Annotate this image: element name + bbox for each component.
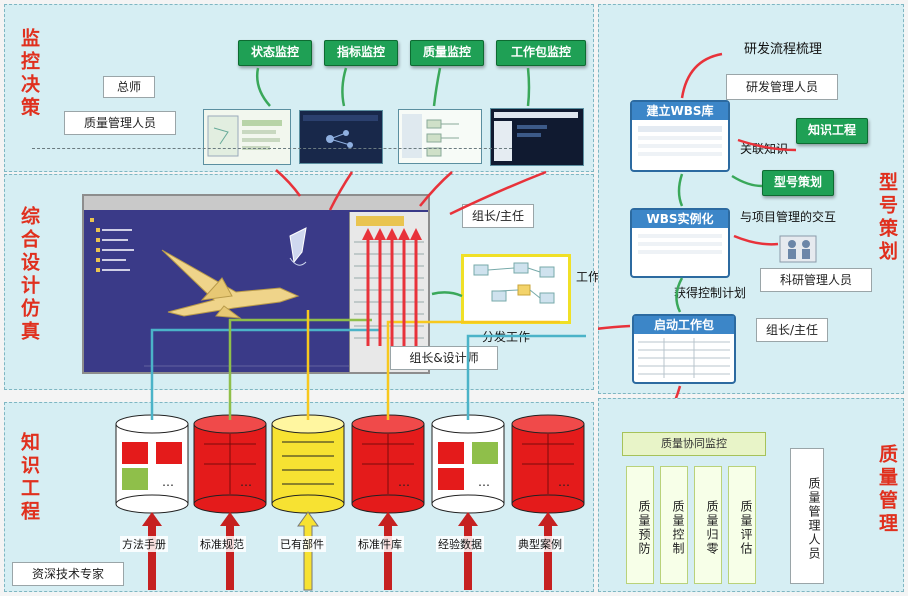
model-planning-button[interactable]: 型号策划 [762,170,834,196]
indicator-monitor-graphic [303,115,378,148]
wbs-instance-graphic [638,234,722,254]
workpackage-monitor-screenshot [490,108,584,166]
researcher-icon [779,235,817,263]
rd-staff-label: 研发管理人员 [726,74,838,100]
svg-text:…: … [162,475,174,489]
cad-tree [88,214,144,294]
workpackage-monitor-graphic [494,112,578,161]
panel-title-knowledge: 知识工程 [18,432,40,524]
monitor-divider [32,148,512,149]
quality-prevention-column: 质量预防 [626,466,654,584]
wbs-instantiation-title: WBS实例化 [632,210,728,228]
quality-monitor-screenshot [398,109,482,164]
svg-text:…: … [240,475,252,489]
work-package-table [638,338,730,378]
knowledge-databases: … … … … … [115,414,585,591]
wbs-library-graphic [638,126,722,156]
quality-staff-label: 质量管理人员 [64,111,176,135]
quality-zeroing-column: 质量归零 [694,466,722,584]
start-work-package-title: 启动工作包 [634,316,734,334]
database-icon: … [193,414,267,514]
wbs-instantiation-box: WBS实例化 [630,208,730,278]
chief-engineer-label: 总师 [103,76,155,98]
team-lead-label-plan: 组长/主任 [756,318,828,342]
svg-text:…: … [398,475,410,489]
control-plan-label: 获得控制计划 [674,286,747,300]
panel-title-design: 综合设计仿真 [18,206,40,344]
project-interaction-label: 与项目管理的交互 [740,210,837,224]
team-lead-label-design: 组长/主任 [462,204,534,228]
db-label-standard-parts: 标准件库 [356,536,404,552]
db-label-methods: 方法手册 [120,536,168,552]
lead-designer-label: 组长&设计师 [390,346,498,370]
panel-title-monitor: 监控决策 [18,28,40,120]
status-monitor-button[interactable]: 状态监控 [238,40,312,66]
panel-title-quality: 质量管理 [876,444,898,536]
rd-flow-label: 研发流程梳理 [744,42,823,57]
database-icon: … [351,414,425,514]
panel-title-model: 型号策划 [876,172,898,264]
db-label-cases: 典型案例 [516,536,564,552]
planning-flow-arrows [598,52,797,400]
research-staff-label: 科研管理人员 [760,268,872,292]
quality-monitor-graphic [402,114,459,158]
knowledge-engineering-button[interactable]: 知识工程 [796,118,868,144]
quality-evaluation-column: 质量评估 [728,466,756,584]
svg-text:…: … [478,475,490,489]
quality-monitor-button[interactable]: 质量监控 [410,40,484,66]
database-icon: … [511,414,585,514]
quality-control-column: 质量控制 [660,466,688,584]
db-label-existing-parts: 已有部件 [278,536,326,552]
senior-expert-label: 资深技术专家 [12,562,124,586]
indicator-monitor-screenshot [299,110,383,164]
data-flow-lines [150,67,586,420]
db-label-standards: 标准规范 [198,536,246,552]
build-wbs-title: 建立WBS库 [632,102,728,120]
quality-staff-column: 质量管理人员 [790,448,824,584]
workpackage-monitor-button[interactable]: 工作包监控 [496,40,586,66]
database-icon: … [431,414,505,514]
database-icon: … [115,414,189,514]
start-work-package-box: 启动工作包 [632,314,736,384]
db-label-experience: 经验数据 [436,536,484,552]
build-wbs-library-box: 建立WBS库 [630,100,730,172]
database-icon [271,414,345,514]
associate-knowledge-label: 关联知识 [740,142,789,156]
indicator-monitor-button[interactable]: 指标监控 [324,40,398,66]
cad-toolbar [84,196,428,210]
svg-text:…: … [558,475,570,489]
quality-collab-monitor-bar: 质量协同监控 [622,432,766,456]
workflow-diagram-box [461,254,571,324]
